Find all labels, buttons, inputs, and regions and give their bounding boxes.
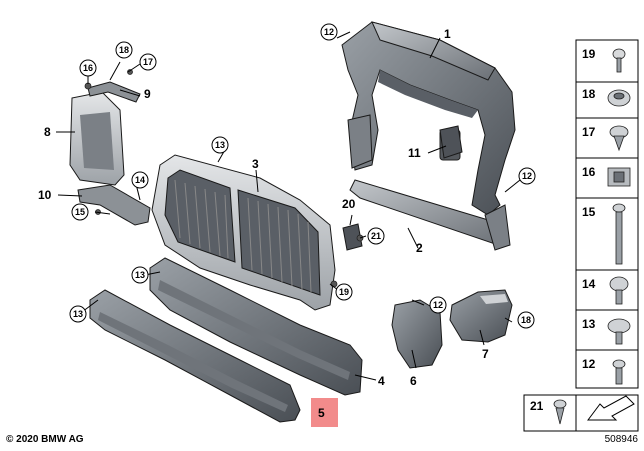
- label-part-5: 5: [318, 406, 325, 420]
- svg-text:16: 16: [83, 63, 93, 73]
- label-part-7: 7: [482, 347, 489, 361]
- callout-21: 21: [367, 227, 385, 245]
- part-4-air-duct-upper[interactable]: [149, 257, 363, 396]
- screw-13-icon: [607, 318, 631, 345]
- part-6-air-duct[interactable]: [391, 299, 443, 369]
- screw-17-icon: [609, 125, 629, 152]
- callout-18-top: 18: [115, 41, 133, 59]
- bolt-15-icon: [612, 203, 626, 265]
- part-8-shroud[interactable]: [69, 91, 125, 186]
- legend-17-num: 17: [582, 125, 596, 139]
- screw-12-icon: [612, 359, 626, 385]
- clip-19-icon: [330, 280, 338, 288]
- callout-12-duct: 12: [429, 296, 447, 314]
- svg-text:21: 21: [371, 231, 381, 241]
- callout-18-duct: 18: [517, 311, 535, 329]
- legend-18-num: 18: [582, 87, 596, 101]
- callout-12-right: 12: [518, 167, 536, 185]
- nut-18-legend-icon: [607, 89, 631, 107]
- callout-13-grille: 13: [211, 136, 229, 154]
- part-3-kidney-grille[interactable]: [151, 154, 336, 311]
- legend-13-num: 13: [582, 317, 596, 331]
- svg-text:18: 18: [119, 45, 129, 55]
- svg-text:12: 12: [522, 171, 532, 181]
- callout-13-upper: 13: [131, 266, 149, 284]
- svg-text:18: 18: [521, 315, 531, 325]
- legend-21-num: 21: [530, 399, 544, 413]
- highlight-part-5: [311, 398, 338, 427]
- diagram-id: 508946: [604, 434, 638, 445]
- callout-13-lower: 13: [69, 305, 87, 323]
- part-20-clip[interactable]: [342, 223, 363, 251]
- part-2-lower-bracket[interactable]: [347, 114, 511, 251]
- label-part-8: 8: [44, 125, 51, 139]
- label-part-9: 9: [144, 87, 151, 101]
- part-5-air-duct-lower[interactable]: [89, 289, 301, 423]
- label-part-4: 4: [378, 374, 385, 388]
- part-11-plate[interactable]: [439, 125, 463, 159]
- label-part-1: 1: [444, 27, 451, 41]
- svg-text:13: 13: [215, 140, 225, 150]
- screw-14-icon: [609, 276, 629, 305]
- nut-16-icon: [607, 167, 631, 187]
- label-part-10: 10: [38, 188, 52, 202]
- svg-text:13: 13: [73, 309, 83, 319]
- svg-text:19: 19: [339, 287, 349, 297]
- screw-21-legend-icon: [553, 399, 567, 425]
- callout-16: 16: [79, 59, 97, 77]
- label-part-6: 6: [410, 374, 417, 388]
- svg-text:13: 13: [135, 270, 145, 280]
- legend-19-num: 19: [582, 47, 596, 61]
- part-10-bracket[interactable]: [77, 184, 151, 226]
- part-7-air-duct[interactable]: [449, 289, 513, 343]
- nut-18-icon: [127, 69, 133, 75]
- label-part-2: 2: [416, 241, 423, 255]
- svg-text:17: 17: [143, 57, 153, 67]
- fastener-legend: [523, 39, 639, 432]
- callout-14: 14: [131, 171, 149, 189]
- legend-15-num: 15: [582, 205, 596, 219]
- callout-17: 17: [139, 53, 157, 71]
- part-9-bracket[interactable]: [87, 81, 141, 103]
- label-part-11: 11: [408, 146, 421, 160]
- legend-16-num: 16: [582, 165, 596, 179]
- callout-12-top: 12: [320, 23, 338, 41]
- label-part-3: 3: [252, 157, 259, 171]
- legend-12-num: 12: [582, 357, 596, 371]
- callout-15: 15: [71, 203, 89, 221]
- arrow-symbol-icon: [587, 395, 635, 421]
- legend-14-num: 14: [582, 277, 596, 291]
- svg-text:12: 12: [324, 27, 334, 37]
- svg-text:14: 14: [135, 175, 145, 185]
- callout-19: 19: [335, 283, 353, 301]
- svg-text:12: 12: [433, 300, 443, 310]
- svg-text:15: 15: [75, 207, 85, 217]
- label-part-20: 20: [342, 197, 356, 211]
- screw-19-icon: [612, 48, 626, 73]
- copyright-text: © 2020 BMW AG: [6, 434, 84, 445]
